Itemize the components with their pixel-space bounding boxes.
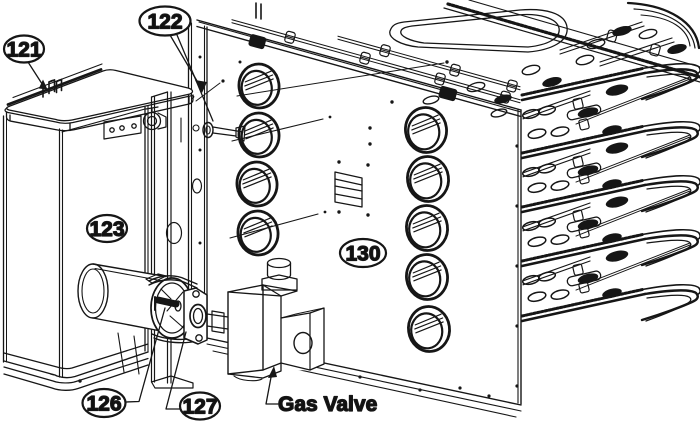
svg-text:123: 123 [89, 218, 124, 241]
svg-text:126: 126 [86, 393, 121, 416]
svg-text:122: 122 [147, 11, 182, 34]
svg-text:127: 127 [182, 396, 217, 419]
svg-text:121: 121 [6, 39, 41, 62]
svg-text:Gas Valve: Gas Valve [278, 393, 377, 416]
svg-text:130: 130 [345, 243, 380, 266]
